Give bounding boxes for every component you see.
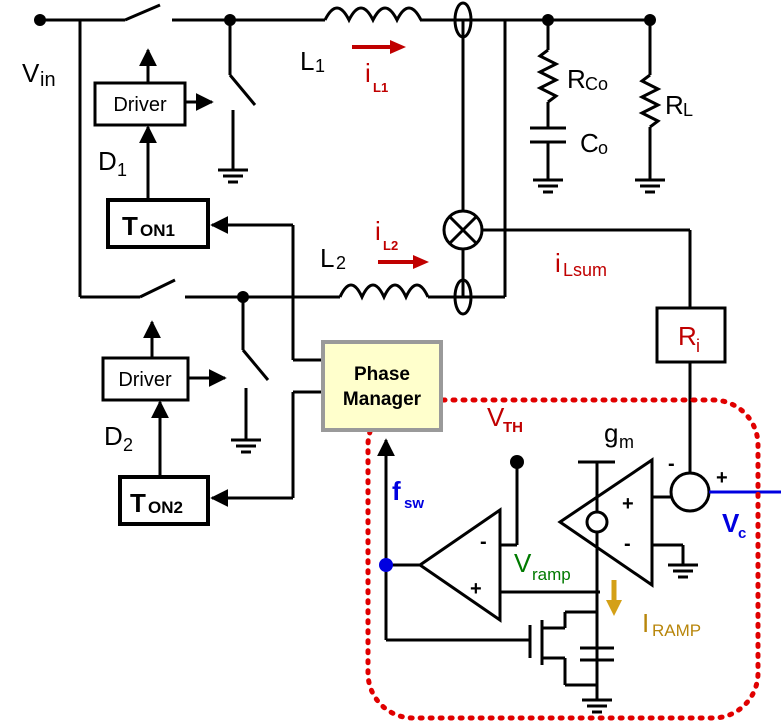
inductor-l1 bbox=[323, 6, 423, 24]
d1-sub: 1 bbox=[117, 160, 127, 180]
vth-sub: TH bbox=[503, 419, 523, 436]
ground-symbols bbox=[218, 168, 698, 714]
control-loop-boundary bbox=[365, 397, 761, 721]
resistor-rco bbox=[536, 48, 560, 104]
ri-block: R i bbox=[655, 306, 727, 364]
iramp-label: I bbox=[642, 608, 649, 638]
sense-loop-2 bbox=[453, 278, 473, 316]
il2-sub: L2 bbox=[383, 238, 398, 253]
ls2-blade bbox=[241, 349, 270, 381]
iramp-arrow bbox=[606, 580, 622, 616]
ton1-label: T bbox=[122, 211, 138, 241]
current-source-symbol bbox=[585, 510, 609, 534]
current-arrows bbox=[352, 40, 429, 269]
ton2-block: T ON2 bbox=[118, 475, 210, 526]
rco-sub: Co bbox=[585, 74, 608, 94]
comp-plus-sign: + bbox=[470, 578, 482, 600]
fsw-label: f bbox=[392, 476, 401, 506]
vth-label: V bbox=[487, 402, 505, 432]
gm-plus-sign: + bbox=[622, 493, 634, 515]
labels: V in L 1 i L1 L 2 i L2 i Lsum R Co C o R… bbox=[22, 46, 746, 640]
ton1-sub: ON1 bbox=[140, 221, 175, 240]
ilsum-label: i bbox=[555, 248, 561, 278]
switch-1 bbox=[124, 3, 161, 22]
l2-label: L bbox=[320, 243, 334, 273]
sum-plus-sign: + bbox=[716, 467, 728, 489]
resistor-rl bbox=[638, 73, 662, 129]
vc-sub: c bbox=[738, 525, 746, 542]
vth-terminal bbox=[510, 455, 524, 469]
d2-sub: 2 bbox=[123, 435, 133, 455]
junction-sw2 bbox=[237, 291, 249, 303]
ri-label: R bbox=[678, 321, 697, 351]
il2-label: i bbox=[375, 216, 381, 246]
iramp-sub: RAMP bbox=[652, 621, 701, 640]
junction-rco bbox=[542, 14, 554, 26]
phase-manager-block: Phase Manager bbox=[321, 340, 443, 432]
phase-manager-line2: Manager bbox=[343, 389, 422, 410]
junction-rl bbox=[644, 14, 656, 26]
fsw-node bbox=[379, 558, 393, 572]
gm-amplifier bbox=[557, 457, 654, 588]
vramp-sub: ramp bbox=[532, 565, 571, 584]
inductor-l2 bbox=[338, 283, 430, 301]
vin-terminal bbox=[34, 14, 46, 26]
comparator bbox=[417, 507, 502, 623]
comp-minus-sign: - bbox=[480, 531, 487, 553]
vin-sub: in bbox=[40, 69, 56, 91]
rco-label: R bbox=[567, 64, 586, 94]
ilsum-sub: Lsum bbox=[563, 260, 607, 280]
d2-label: D bbox=[104, 421, 123, 451]
l1-label: L bbox=[300, 46, 314, 76]
driver1-label: Driver bbox=[113, 94, 167, 116]
sense-loop-1 bbox=[453, 1, 473, 39]
co-label: C bbox=[580, 128, 599, 158]
il1-label: i bbox=[365, 58, 371, 88]
driver1-block: Driver bbox=[93, 81, 187, 127]
il1-sub: L1 bbox=[373, 80, 388, 95]
vramp-label: V bbox=[514, 548, 532, 578]
co-sub: o bbox=[598, 138, 608, 158]
ton2-label: T bbox=[130, 488, 146, 518]
gm-label: g bbox=[604, 418, 618, 448]
multiplier-x2 bbox=[448, 215, 478, 245]
l2-sub: 2 bbox=[336, 253, 346, 273]
d1-label: D bbox=[98, 146, 117, 176]
driver2-block: Driver bbox=[101, 356, 190, 402]
phase-manager-line1: Phase bbox=[354, 364, 410, 385]
gm-minus-sign: - bbox=[624, 533, 631, 555]
sum-minus-sign: - bbox=[668, 453, 675, 475]
fsw-sub: sw bbox=[404, 495, 424, 512]
rl-sub: L bbox=[683, 100, 693, 120]
switch-2 bbox=[139, 278, 176, 299]
driver2-label: Driver bbox=[118, 369, 172, 391]
ri-sub: i bbox=[696, 336, 700, 356]
gm-sub: m bbox=[619, 432, 634, 452]
vc-label: V bbox=[722, 508, 740, 538]
ls1-blade bbox=[228, 74, 257, 106]
junction-sw1 bbox=[224, 14, 236, 26]
vin-label: V bbox=[22, 58, 40, 88]
ton2-sub: ON2 bbox=[148, 498, 183, 517]
ton1-block: T ON1 bbox=[106, 198, 210, 249]
summing-node bbox=[669, 471, 711, 513]
rl-label: R bbox=[665, 90, 684, 120]
l1-sub: 1 bbox=[315, 56, 325, 76]
